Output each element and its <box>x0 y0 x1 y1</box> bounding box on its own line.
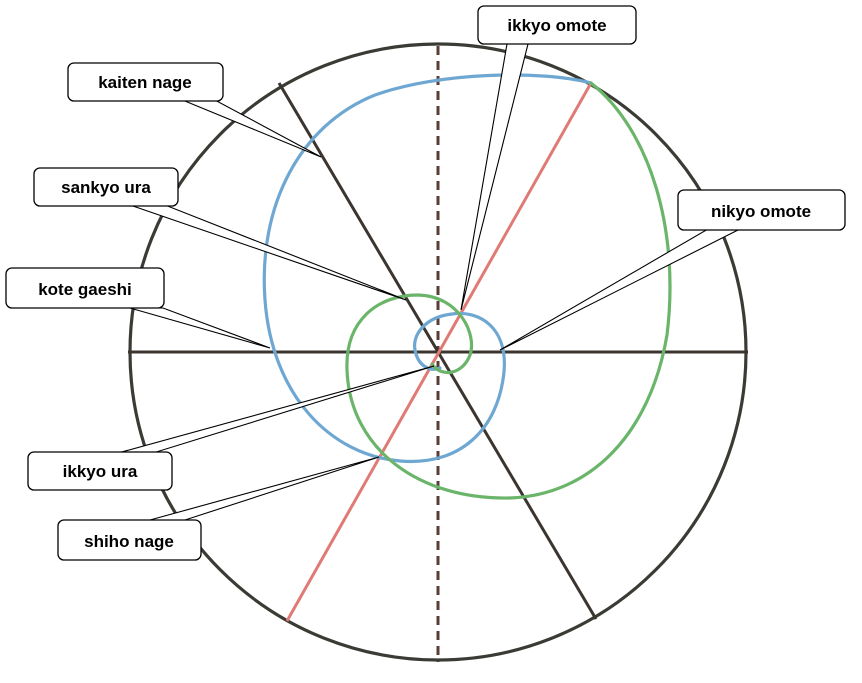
green-spiral <box>345 81 672 500</box>
callout-label-ikkyo-omote: ikkyo omote <box>507 16 606 35</box>
callout-tail <box>460 43 529 311</box>
callout-tail <box>149 456 380 521</box>
callout-ikkyo-omote: ikkyo omote <box>460 5 637 311</box>
callout-label-kaiten-nage: kaiten nage <box>98 73 192 92</box>
callout-label-kote-gaeshi: kote gaeshi <box>38 280 132 299</box>
callout-label-sankyo-ura: sankyo ura <box>61 178 151 197</box>
callout-tail <box>129 204 407 301</box>
callout-label-shiho-nage: shiho nage <box>84 532 174 551</box>
callout-label-nikyo-omote: nikyo omote <box>711 202 811 221</box>
callout-sankyo-ura: sankyo ura <box>33 167 407 301</box>
callout-nikyo-omote: nikyo omote <box>499 189 846 351</box>
callout-label-ikkyo-ura: ikkyo ura <box>63 462 138 481</box>
callout-tail <box>117 365 435 454</box>
callout-kote-gaeshi: kote gaeshi <box>5 267 271 349</box>
callout-shiho-nage: shiho nage <box>57 456 380 561</box>
callout-kaiten-nage: kaiten nage <box>67 62 322 158</box>
callout-box <box>677 189 846 231</box>
callout-box <box>477 5 637 45</box>
diagonal-dark-line <box>277 82 598 620</box>
diagonal-red-line <box>285 82 593 622</box>
callout-tail <box>129 307 271 349</box>
callout-ikkyo-ura: ikkyo ura <box>27 365 435 491</box>
callout-box <box>57 519 202 561</box>
callout-box <box>5 267 165 309</box>
callout-tail <box>499 228 741 351</box>
callout-box <box>33 167 179 207</box>
callout-box <box>27 451 173 491</box>
callout-box <box>67 62 224 102</box>
